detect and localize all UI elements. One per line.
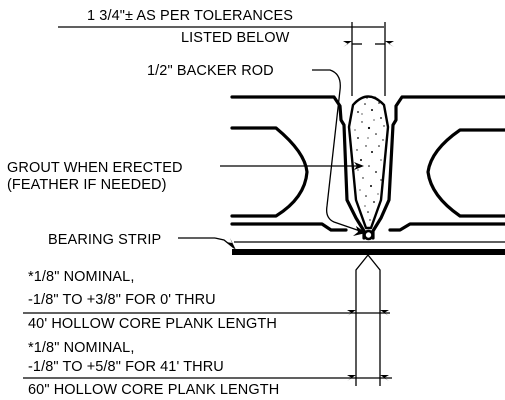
backer-rod-label: 1/2" BACKER ROD: [147, 63, 274, 79]
joint-width-label-line2: LISTED BELOW: [181, 30, 290, 46]
joint-width-dimension: [58, 22, 394, 96]
grout-fill: [347, 95, 390, 230]
grout-label: GROUT WHEN ERECTED: [7, 160, 183, 176]
right-core-void: [426, 128, 505, 218]
left-plank: [230, 95, 366, 240]
leader-lines: [178, 69, 366, 250]
right-plank: [371, 95, 505, 240]
tolerance-note-2-line3: 60" HOLLOW CORE PLANK LENGTH: [28, 382, 279, 398]
tolerance-note-2-line2: -1/8" TO +5/8" FOR 41' THRU: [28, 359, 224, 375]
tolerance-note-1-line2: -1/8" TO +3/8" FOR 0' THRU: [28, 292, 216, 308]
bearing-dimension: [23, 254, 392, 386]
left-core-void: [230, 126, 309, 218]
bearing-strip-label: BEARING STRIP: [48, 232, 161, 248]
backer-rod: [363, 229, 374, 241]
grout-label-line2: (FEATHER IF NEEDED): [7, 177, 167, 193]
joint-width-label: 1 3/4"± AS PER TOLERANCES: [87, 8, 293, 24]
tolerance-note-1-line3: 40' HOLLOW CORE PLANK LENGTH: [28, 316, 277, 332]
tolerance-note-2-line1: *1/8" NOMINAL,: [28, 340, 134, 356]
bearing-strip: [232, 241, 505, 255]
tolerance-note-1-line1: *1/8" NOMINAL,: [28, 269, 134, 285]
